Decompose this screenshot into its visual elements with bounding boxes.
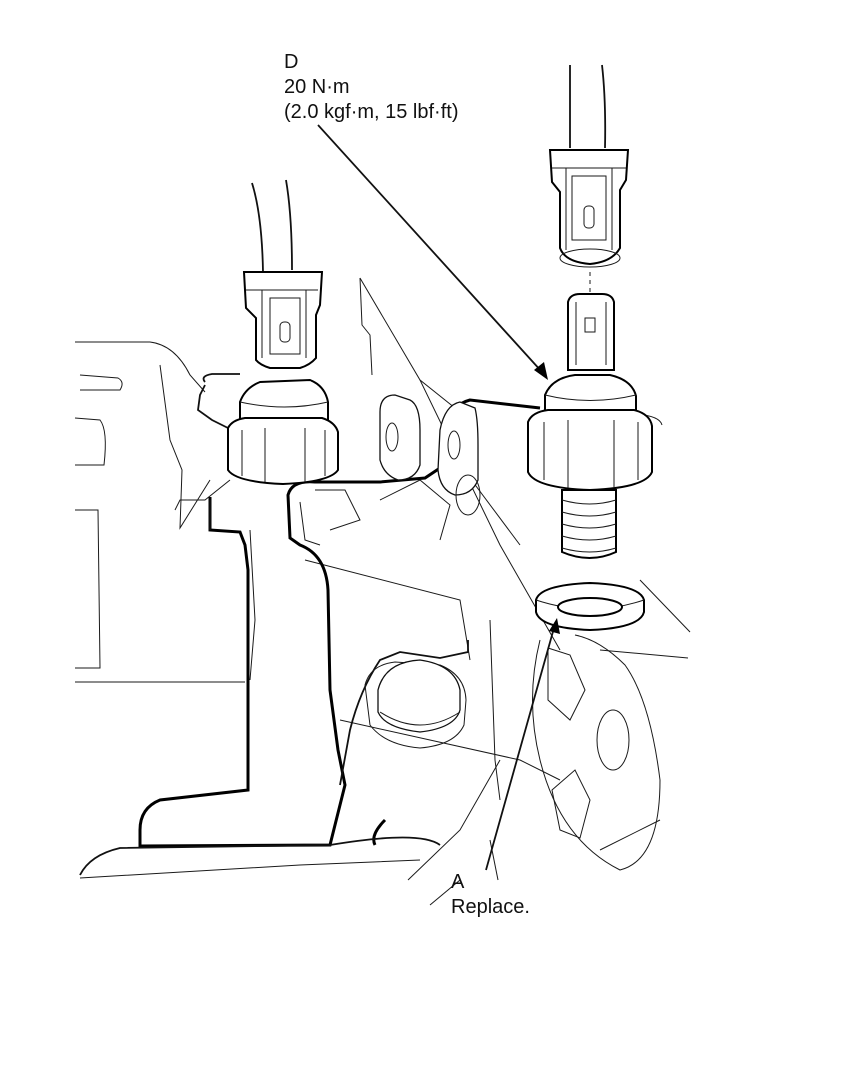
installed-sensor-left: [227, 179, 339, 486]
callout-a-letter: A: [451, 871, 465, 893]
callout-d: D 20 N·m (2.0 kgf·m, 15 lbf·ft): [284, 51, 459, 123]
sealing-washer: [535, 581, 645, 632]
pressure-sensor-right: [527, 64, 663, 559]
engine-housing: [74, 277, 691, 906]
mounting-boss: [379, 394, 481, 516]
callout-a-note: Replace.: [451, 896, 530, 918]
callout-a: A Replace.: [451, 871, 530, 918]
callout-d-letter: D: [284, 51, 298, 73]
leader-lines: [317, 124, 560, 871]
round-plug: [364, 659, 467, 749]
callout-d-torque: 20 N·m: [284, 76, 350, 98]
callout-d-torque-alt: (2.0 kgf·m, 15 lbf·ft): [284, 101, 459, 123]
